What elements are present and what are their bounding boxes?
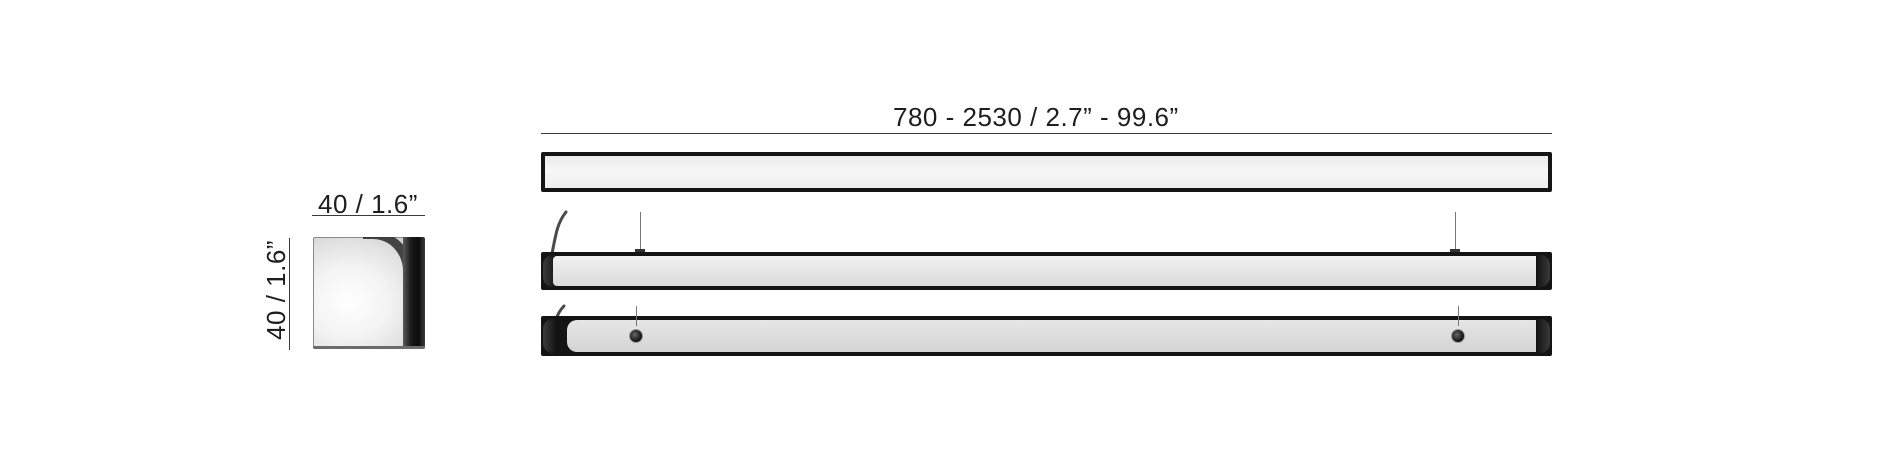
diffuser-panel <box>567 320 1540 352</box>
section-height-label: 40 / 1.6” <box>261 240 291 340</box>
end-cap-left <box>543 319 557 353</box>
luminaire-side-view <box>541 252 1552 290</box>
end-cap-right <box>1536 319 1550 353</box>
suspension-anchor-right <box>1451 329 1465 343</box>
cross-section-edge <box>403 237 425 349</box>
section-height-dimension-line <box>289 238 290 350</box>
luminaire-top-view <box>541 152 1552 192</box>
suspension-wire-left <box>640 212 641 252</box>
wire-clip-left <box>635 249 645 252</box>
end-cap-right <box>1536 255 1550 287</box>
length-label: 780 - 2530 / 2.7” - 99.6” <box>893 102 1179 132</box>
suspension-wire-right <box>1455 212 1456 252</box>
profile-cross-section <box>313 237 425 349</box>
section-width-dimension-line <box>312 215 425 216</box>
length-dimension-line <box>541 133 1552 134</box>
luminaire-bottom-view <box>541 316 1552 356</box>
diffuser-panel <box>553 256 1540 286</box>
suspension-wire-right <box>1458 306 1459 326</box>
section-width-label: 40 / 1.6” <box>318 189 418 219</box>
feed-cable <box>550 210 568 256</box>
wire-clip-right <box>1450 249 1460 252</box>
suspension-wire-left <box>636 306 637 326</box>
suspension-anchor-left <box>629 329 643 343</box>
diffuser-panel <box>545 156 1548 188</box>
cross-section-bottom-edge <box>313 346 425 349</box>
